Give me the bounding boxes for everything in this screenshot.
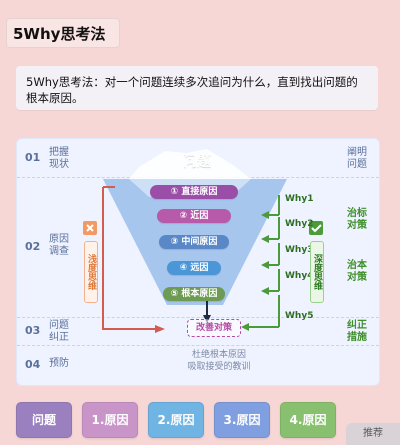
shallow-flow-line	[102, 187, 157, 330]
shallow-flow-arrow-head	[155, 325, 165, 333]
intro-line-2: 根本原因。	[26, 91, 84, 105]
right-label-3: 治本 对策	[341, 260, 373, 284]
why2-head	[261, 235, 269, 243]
right-label-1: 阐明 问题	[341, 147, 373, 171]
row-03-label: 问题 纠正	[43, 320, 75, 344]
cause-1: ① 直接原因	[150, 185, 238, 199]
why-3: Why3	[285, 245, 314, 255]
right-label-2b: 对策	[347, 220, 367, 231]
page-title-box: 5Why思考法	[6, 18, 120, 48]
tab-cause-1[interactable]: 1.原因	[82, 402, 138, 438]
tab-cause-4-label: 4.原因	[289, 412, 327, 427]
why-2: Why2	[285, 219, 314, 229]
row-02-label-1: 原因	[49, 234, 69, 245]
check-icon	[309, 221, 323, 235]
page-title: 5Why思考法	[13, 24, 106, 43]
row-01-num: 01	[25, 151, 41, 164]
row-01: 01 把握 现状 阐明 问题	[17, 139, 379, 177]
row-04-num: 04	[25, 358, 41, 371]
right-label-4b: 措施	[347, 332, 367, 343]
tab-cause-4[interactable]: 4.原因	[280, 402, 336, 438]
intro-line-1: 5Why思考法：对一个问题连续多次追问为什么，直到找出问题的	[26, 75, 358, 89]
right-label-1a: 阐明	[347, 147, 367, 158]
row-04: 04 预防	[17, 345, 379, 385]
why4-head	[261, 287, 269, 295]
why1-head	[261, 211, 269, 219]
row-01-label-1: 把握	[49, 147, 69, 158]
iceberg-top	[129, 149, 251, 179]
why-1: Why1	[285, 194, 314, 204]
prevention-caption-2: 吸取接受的教训	[187, 362, 251, 372]
corner-recommend[interactable]: 推荐	[346, 423, 400, 445]
cause-3: ③ 中间原因	[159, 235, 229, 249]
right-label-4: 纠正 措施	[341, 320, 373, 344]
row-02-label: 原因 调查	[43, 234, 75, 258]
cross-icon	[83, 221, 97, 235]
prevention-caption: 杜绝根本原因 吸取接受的教训	[159, 349, 279, 373]
diagram-card: 01 把握 现状 阐明 问题 02 原因 调查 治标 对策 治本 对策 03 问…	[16, 138, 380, 386]
row-03-num: 03	[25, 324, 41, 337]
right-label-3a: 治本	[347, 260, 367, 271]
bottom-tabs: 问题 1.原因 2.原因 3.原因 4.原因	[16, 402, 400, 445]
causes-stack: ① 直接原因 ② 近因 ③ 中间原因 ④ 远因 ⑤ 根本原因	[119, 147, 269, 347]
cause-4: ④ 远因	[167, 261, 221, 275]
problem-label: 问题	[183, 154, 211, 170]
row-01-label-2: 现状	[49, 159, 69, 170]
row-02-label-2: 调查	[49, 246, 69, 257]
row-03: 03 问题 纠正 纠正 措施	[17, 317, 379, 346]
why-4: Why4	[285, 271, 314, 281]
tab-cause-2[interactable]: 2.原因	[148, 402, 204, 438]
right-label-2: 治标 对策	[341, 208, 373, 232]
row-02-num: 02	[25, 240, 41, 253]
why3-head	[261, 261, 269, 269]
tab-problem-label: 问题	[31, 412, 56, 427]
right-label-2a: 治标	[347, 208, 367, 219]
why5-head	[241, 323, 249, 331]
row-01-label: 把握 现状	[43, 147, 75, 171]
right-label-4a: 纠正	[347, 320, 367, 331]
tab-cause-2-label: 2.原因	[157, 412, 195, 427]
tab-cause-1-label: 1.原因	[91, 412, 129, 427]
row-03-label-1: 问题	[49, 320, 69, 331]
tab-problem[interactable]: 问题	[16, 402, 72, 438]
intro-box: 5Why思考法：对一个问题连续多次追问为什么，直到找出问题的 根本原因。	[16, 66, 378, 110]
tab-cause-3[interactable]: 3.原因	[214, 402, 270, 438]
improvement-box: 改善对策	[187, 319, 241, 337]
cause-2: ② 近因	[157, 209, 231, 223]
shallow-thinking-box: 浅度思维	[84, 241, 98, 303]
right-label-3b: 对策	[347, 272, 367, 283]
right-label-1b: 问题	[347, 159, 367, 170]
row-03-label-2: 纠正	[49, 332, 69, 343]
deep-thinking-box: 深度思维	[310, 241, 324, 303]
cause-5: ⑤ 根本原因	[163, 287, 225, 301]
header-band	[0, 0, 400, 60]
tab-cause-3-label: 3.原因	[223, 412, 261, 427]
row-04-label-1: 预防	[49, 358, 69, 369]
row-04-label: 预防	[43, 358, 75, 370]
prevention-caption-1: 杜绝根本原因	[191, 350, 246, 360]
why-5: Why5	[285, 311, 314, 321]
